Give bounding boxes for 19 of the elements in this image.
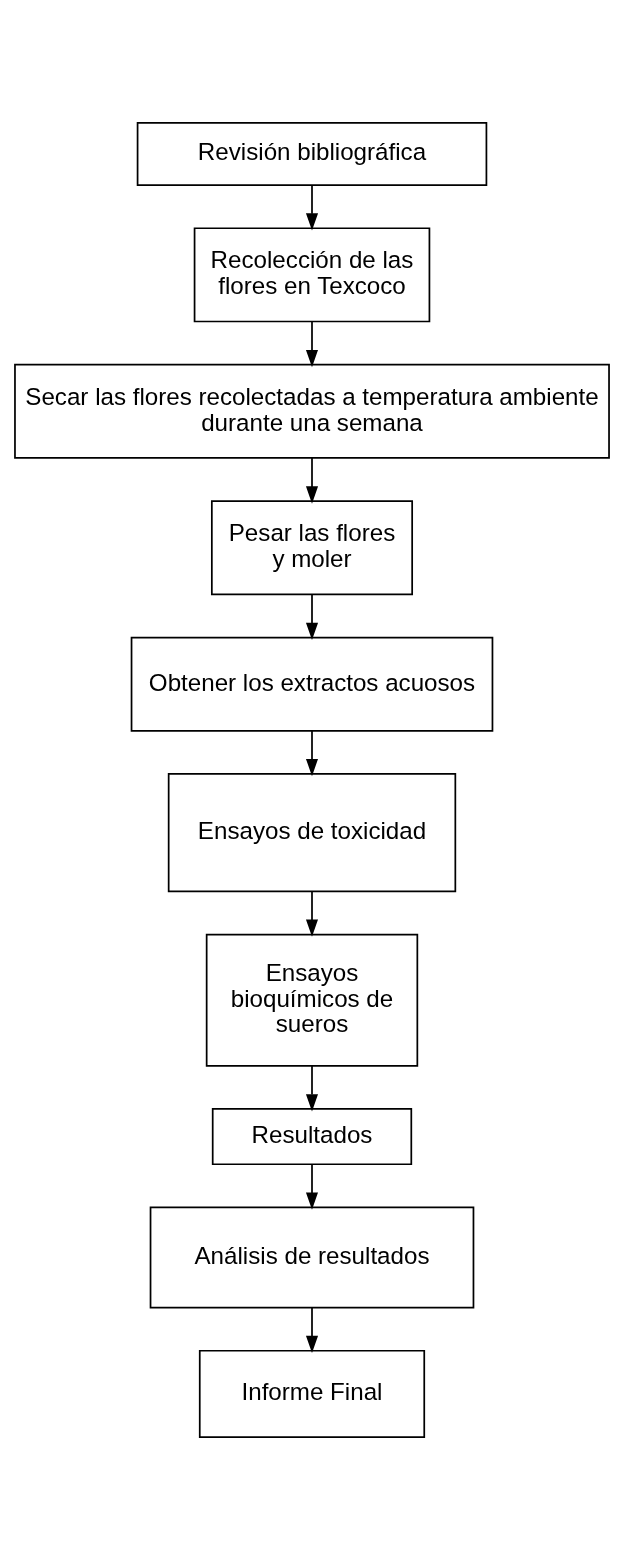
node-box: Análisis de resultados xyxy=(149,1206,475,1308)
arrow xyxy=(305,1306,319,1353)
node-box: Secar las flores recolectadas a temperatura ambiente durante una semana xyxy=(14,363,610,459)
node-box: Revisión bibliográfica xyxy=(136,121,488,186)
node-box: Ensayos de toxicidad xyxy=(167,772,457,892)
node-box: Recolección de las flores en Texcoco xyxy=(193,226,431,322)
arrow xyxy=(305,729,319,776)
arrow xyxy=(305,1064,319,1111)
arrow xyxy=(305,1163,319,1210)
arrow xyxy=(305,184,319,231)
arrow xyxy=(305,456,319,504)
arrow xyxy=(305,320,319,367)
arrow xyxy=(305,593,319,640)
node-box: Ensayos bioquímicos de sueros xyxy=(205,933,419,1067)
arrow xyxy=(305,890,319,937)
node-box: Resultados xyxy=(211,1107,413,1165)
node-box: Informe Final xyxy=(198,1349,426,1438)
node-box: Obtener los extractos acuosos xyxy=(130,636,494,732)
node-box: Pesar las flores y moler xyxy=(210,499,414,595)
